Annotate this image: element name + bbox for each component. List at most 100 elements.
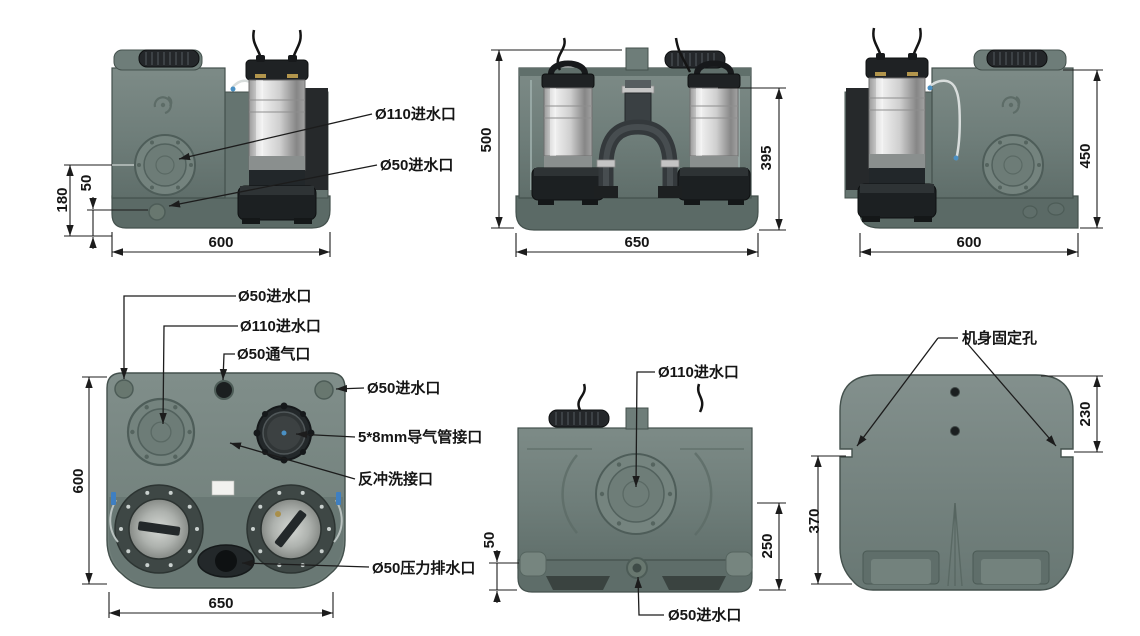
callout-label: Ø50进水口 <box>238 287 311 305</box>
callout-label: Ø110进水口 <box>658 363 739 381</box>
callout-inlet110: Ø110进水口 <box>632 363 739 488</box>
dim-value: 500 <box>478 127 495 152</box>
screw-cap-icon <box>548 409 610 428</box>
dim-value: 230 <box>1077 401 1094 426</box>
pump-behind <box>846 88 872 190</box>
pump-cable <box>674 37 692 73</box>
dim-width-600: 600 <box>111 232 331 257</box>
drain-port <box>1047 202 1065 216</box>
inlet-port-50-topright <box>314 380 334 400</box>
dim-width-600: 600 <box>859 233 1079 257</box>
tank-top-edge <box>519 68 751 76</box>
dim-height-250: 250 <box>757 502 786 591</box>
hose-clip <box>336 492 341 505</box>
pressure-outlet-bore <box>215 550 237 572</box>
hose-clip <box>111 492 116 505</box>
callout-label: Ø50进水口 <box>367 379 440 397</box>
inlet-port-50 <box>148 203 166 221</box>
dim-height-50: 50 <box>78 175 148 249</box>
view-rear: Ø110进水口 Ø50进水口 50 250 <box>481 363 786 624</box>
dim-height-180: 180 <box>54 164 112 237</box>
callout-label: Ø50压力排水口 <box>372 559 475 577</box>
dim-value: 395 <box>758 145 775 170</box>
view-front: 500 395 650 <box>478 37 786 257</box>
callout-inlet110: Ø110进水口 <box>159 317 321 425</box>
pump-cover-right <box>246 484 336 574</box>
dim-value: 600 <box>70 468 87 493</box>
callout-mounting-holes: 机身固定孔 <box>856 329 1057 447</box>
screw-cap-icon <box>138 49 200 68</box>
dim-value: 600 <box>956 234 981 251</box>
callout-label: 机身固定孔 <box>962 329 1037 347</box>
pump-cover-left <box>114 484 204 574</box>
inlet-port-110 <box>982 134 1044 196</box>
inlet-port-50-bore <box>632 563 642 573</box>
view-side-right: 450 600 <box>844 26 1103 257</box>
callout-drain50: Ø50压力排水口 <box>241 559 475 577</box>
base-recess-inner <box>981 559 1041 584</box>
dim-value: 450 <box>1077 143 1094 168</box>
callout-inlet50: Ø50进水口 <box>168 156 453 208</box>
callout-label: Ø110进水口 <box>240 317 321 335</box>
dim-value: 370 <box>806 508 823 533</box>
callout-air-tube: 5*8mm导气管接口 <box>295 428 482 446</box>
dim-value: 180 <box>54 187 71 212</box>
drain-port <box>1022 205 1038 219</box>
corner-tab <box>519 551 547 577</box>
emboss-arc <box>561 454 578 534</box>
dim-value: 650 <box>208 595 233 612</box>
base-recess-inner <box>871 559 931 584</box>
emboss-arc <box>694 452 713 536</box>
dim-value: 50 <box>481 532 498 549</box>
inlet-port-110 <box>595 453 677 535</box>
inlet-port-110 <box>134 134 196 196</box>
corner-tab <box>725 551 753 577</box>
discharge-manifold <box>594 80 682 198</box>
view-bottom: 机身固定孔 230 370 <box>806 329 1103 591</box>
hose-connector <box>230 86 236 92</box>
hose-connector <box>953 155 959 161</box>
callout-label: 5*8mm导气管接口 <box>358 428 482 446</box>
dim-height-500: 500 <box>478 49 622 229</box>
dim-height-600: 600 <box>70 376 107 585</box>
base-slot <box>546 576 610 590</box>
callout-inlet50-topleft: Ø50进水口 <box>120 287 311 379</box>
pump-cable <box>696 383 704 413</box>
dim-height-370: 370 <box>806 455 852 585</box>
screw-cap-icon <box>986 49 1048 68</box>
center-groove <box>947 502 963 587</box>
dim-value: 600 <box>208 234 233 251</box>
rating-plate <box>211 480 235 496</box>
callout-label: Ø110进水口 <box>375 105 456 123</box>
view-top: Ø50进水口 Ø110进水口 Ø50通气口 Ø50进水口 5*8mm导气管接口 … <box>70 287 482 618</box>
dim-value: 250 <box>759 533 776 558</box>
callout-vent50: Ø50通气口 <box>219 345 310 381</box>
callout-inlet110: Ø110进水口 <box>178 105 456 161</box>
vent-stub <box>625 47 649 71</box>
dim-value: 50 <box>78 175 95 192</box>
inlet-port-110 <box>126 397 196 467</box>
inlet-port-50-topleft <box>114 379 134 399</box>
mounting-hole <box>950 387 960 397</box>
callout-backwash: 反冲洗接口 <box>229 442 433 488</box>
dim-value: 650 <box>624 234 649 251</box>
submersible-pump <box>856 26 938 224</box>
callout-label: Ø50通气口 <box>237 345 310 363</box>
base-slot <box>662 576 726 590</box>
dim-width-650: 650 <box>108 592 334 618</box>
pump-cable <box>577 383 586 411</box>
brass-fitting <box>275 511 281 517</box>
submersible-pump <box>236 28 318 226</box>
callout-label: Ø50进水口 <box>380 156 453 174</box>
callout-label: Ø50进水口 <box>668 606 741 624</box>
mounting-hole <box>950 426 960 436</box>
view-side-left: Ø110进水口 Ø50进水口 180 50 600 <box>54 28 456 257</box>
dim-height-50: 50 <box>481 532 519 603</box>
dim-height-395: 395 <box>718 87 786 231</box>
callout-inlet50: Ø50进水口 <box>634 576 741 624</box>
hose-connector <box>927 85 933 91</box>
pump-behind <box>302 88 328 190</box>
callout-inlet50-topright: Ø50进水口 <box>335 379 440 397</box>
